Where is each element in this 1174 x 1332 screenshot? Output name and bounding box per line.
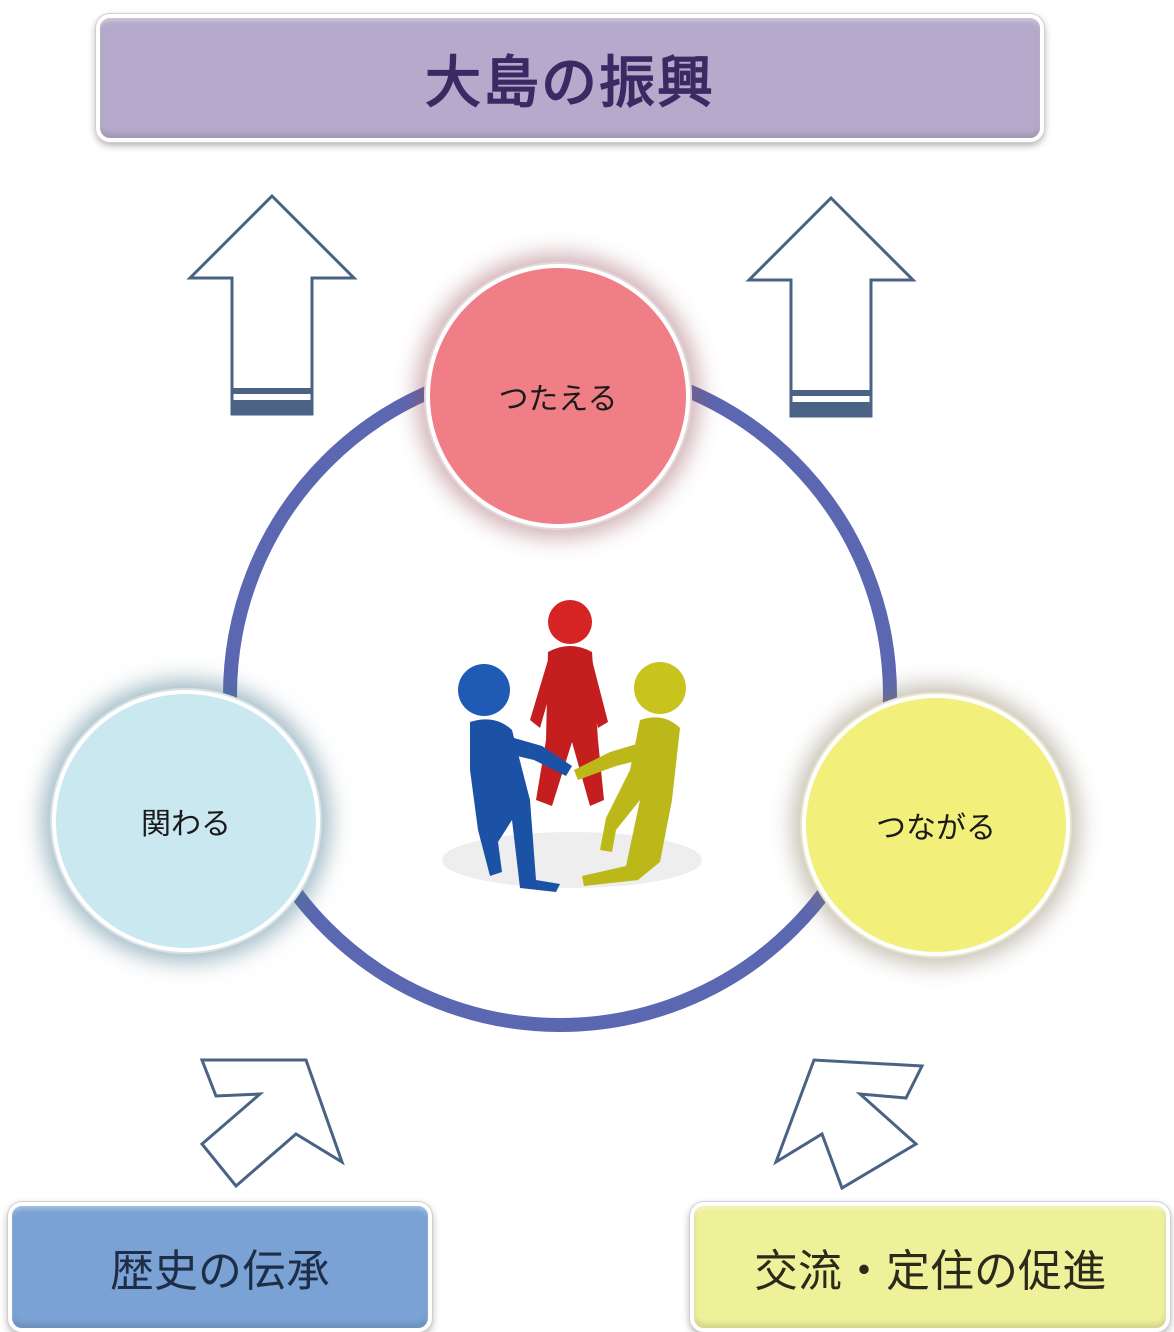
node-tsunagaru-label: つながる [876,811,996,846]
history-box: 歴史の伝承 [8,1202,432,1332]
history-text: 歴史の伝承 [110,1246,330,1297]
node-tsutaeru-label: つたえる [498,382,618,417]
blue-person-figure [458,664,572,892]
diagonal-arrow-right-icon [773,1058,925,1191]
up-arrow-right-icon [745,195,917,418]
node-kakawaru-label: 関わる [141,807,231,842]
up-arrow-left-icon [186,193,358,416]
exchange-box: 交流・定住の促進 [690,1202,1170,1332]
node-tsunagaru: つながる [802,694,1070,956]
people-circle-illustration [442,600,702,892]
exchange-text: 交流・定住の促進 [754,1246,1106,1297]
title-text: 大島の振興 [425,50,715,116]
title-box: 大島の振興 [96,14,1044,142]
red-person-figure [530,600,608,806]
node-kakawaru: 関わる [52,690,320,952]
diagonal-arrow-left-icon [199,1058,345,1189]
yellow-person-figure [574,662,686,886]
node-tsutaeru: つたえる [426,264,690,528]
